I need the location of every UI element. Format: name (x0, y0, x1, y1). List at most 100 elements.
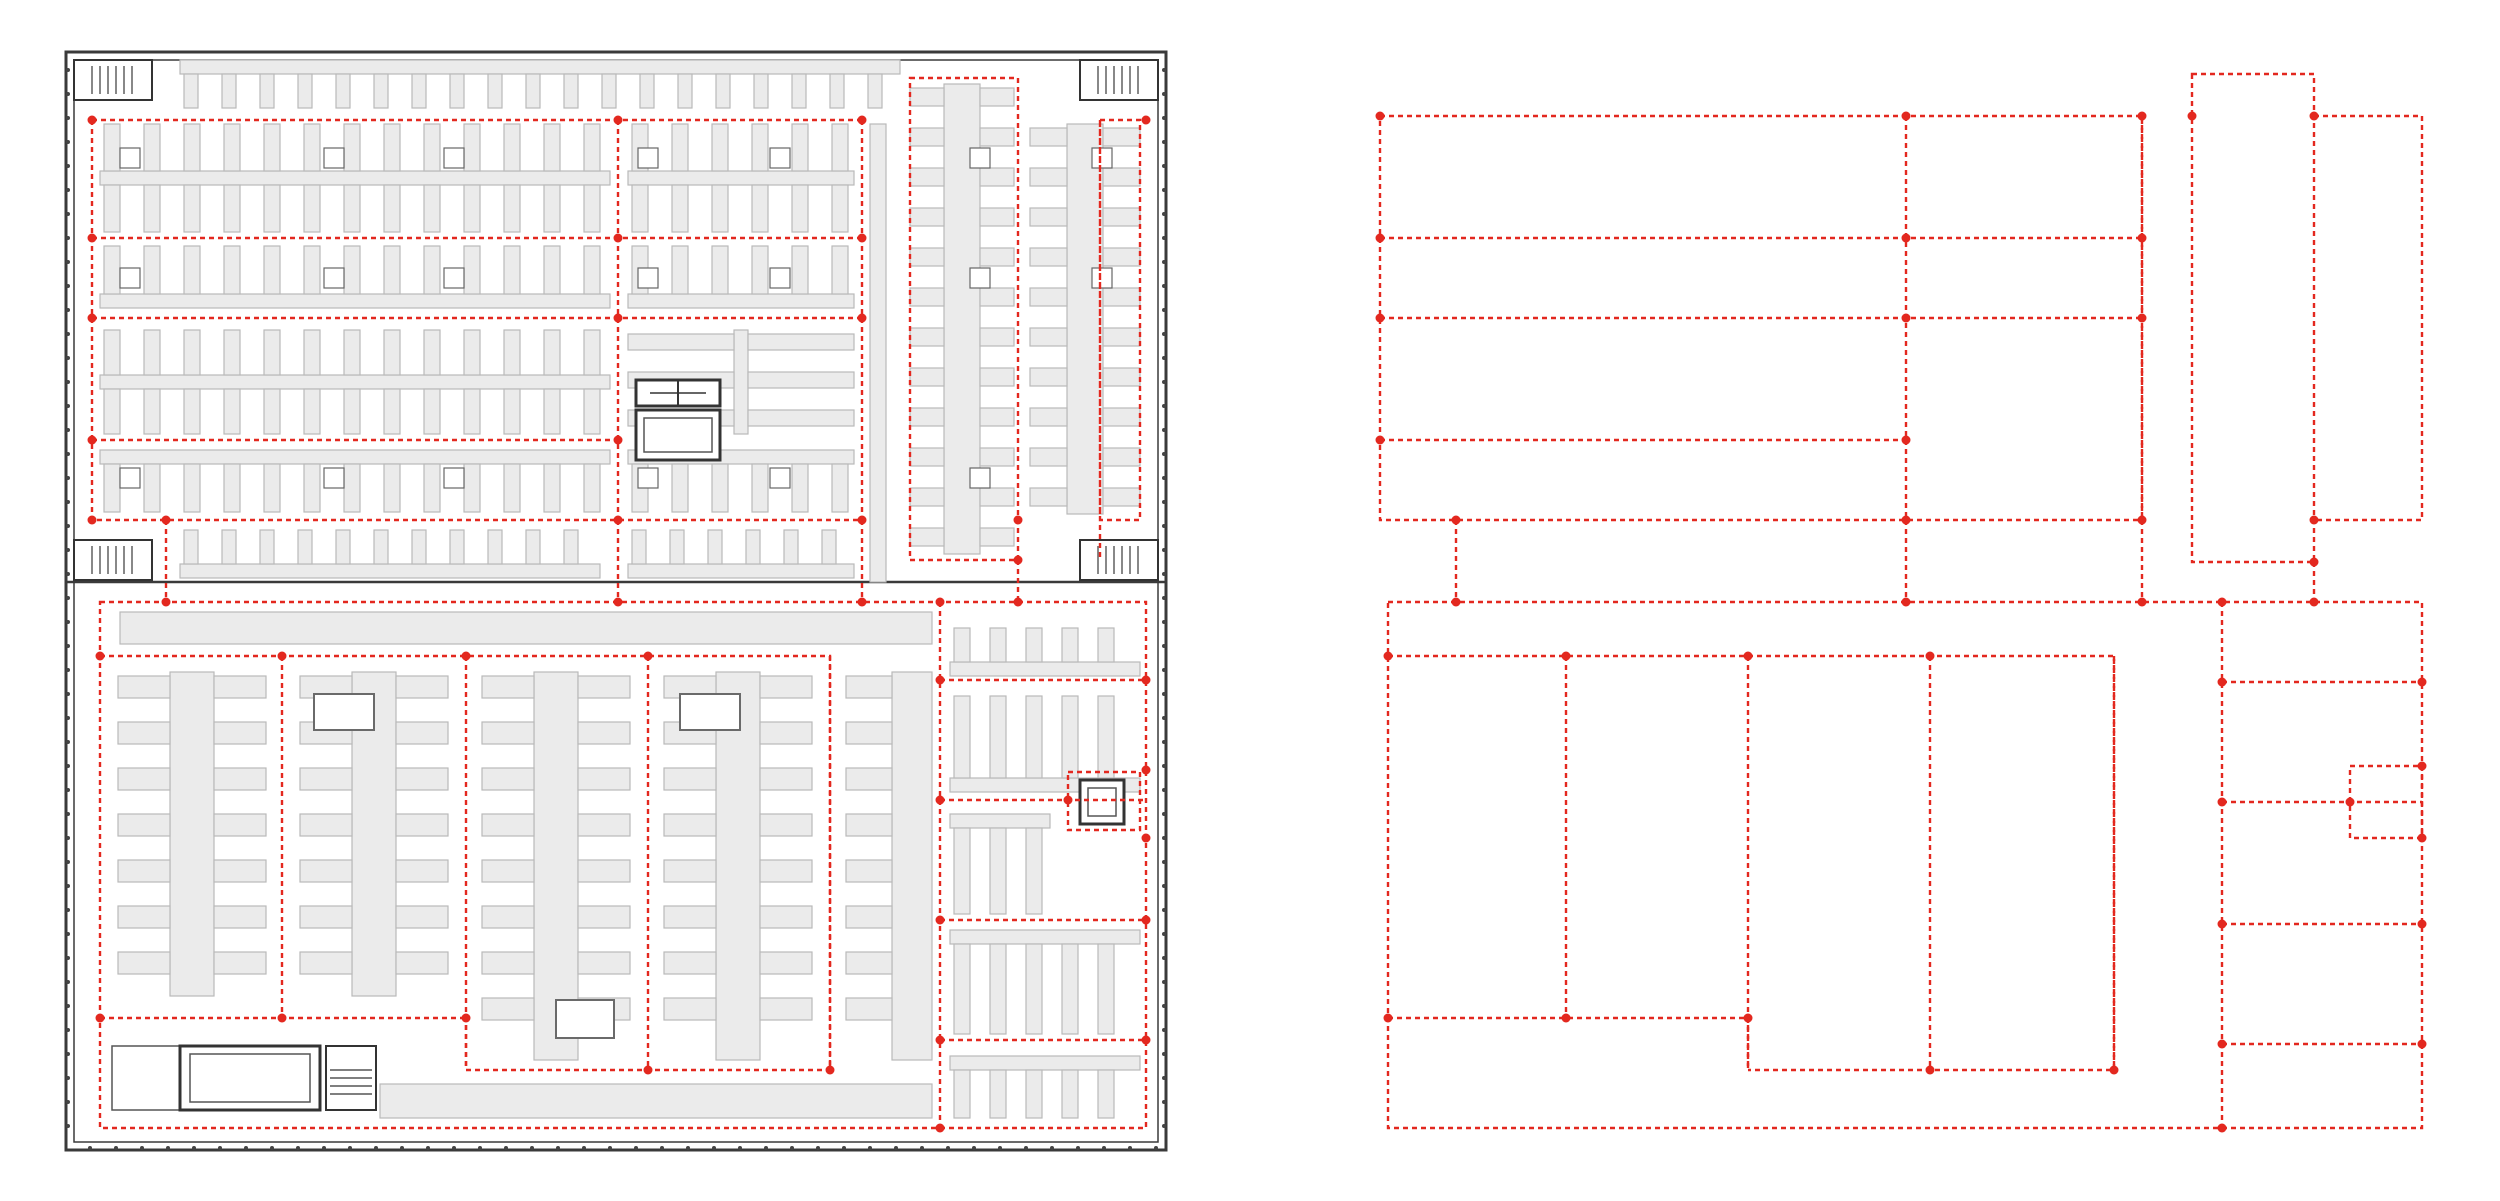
shelf-tooth (627, 333, 735, 351)
mullion-mark (192, 1146, 196, 1150)
shelf-tooth (1102, 367, 1141, 387)
shelf-tooth (481, 951, 535, 975)
shelf-tooth (343, 245, 361, 295)
network-node (1451, 515, 1461, 525)
shelf-tooth (503, 123, 521, 172)
shelf-tooth (979, 367, 1015, 387)
shelf-tooth (343, 123, 361, 172)
shelf-tooth (677, 73, 693, 109)
network-node (2417, 833, 2427, 843)
shelf-tooth (671, 245, 689, 295)
shelf-spine (169, 671, 215, 997)
network-node (1375, 111, 1385, 121)
plan-node (1013, 555, 1023, 565)
mullion-mark (66, 716, 70, 720)
shelf-unit (481, 671, 631, 1061)
shelf-tooth (845, 951, 893, 975)
shelf-unit (99, 449, 611, 513)
plan-node (95, 1013, 105, 1023)
plan-node (87, 233, 97, 243)
mullion-mark (1162, 188, 1166, 192)
shelf-tooth (395, 951, 449, 975)
network-node (1743, 651, 1753, 661)
shelf-tooth (143, 245, 161, 295)
network-node (2217, 597, 2227, 607)
shelf-tooth (1029, 127, 1068, 147)
shelf-tooth (117, 859, 171, 883)
shelf-tooth (577, 905, 631, 929)
mullion-mark (1024, 1146, 1028, 1150)
column-icon (637, 267, 659, 289)
shelf-tooth (395, 905, 449, 929)
shelf-tooth (183, 245, 201, 295)
network-node (1375, 313, 1385, 323)
mullion-mark (1162, 836, 1166, 840)
shelf-spine (627, 170, 855, 186)
shelf-tooth (1061, 1069, 1079, 1119)
mullion-mark (1162, 212, 1166, 216)
shelf-unit (949, 695, 1141, 793)
shelf-tooth (563, 73, 579, 109)
shelf-tooth (711, 184, 729, 233)
column-icon (769, 147, 791, 169)
column-icon (1091, 147, 1113, 169)
mullion-mark (66, 284, 70, 288)
shelf-tooth (663, 859, 717, 883)
shelf-tooth (543, 329, 561, 376)
mullion-mark (1162, 404, 1166, 408)
shelf-tooth (831, 123, 849, 172)
mullion-mark (66, 980, 70, 984)
shelf-strip (379, 1083, 933, 1119)
shelf-tooth (979, 247, 1015, 267)
network-node (2309, 111, 2319, 121)
shelf-spine (99, 449, 611, 465)
shelf-tooth (543, 388, 561, 435)
shelf-tooth (909, 167, 945, 187)
network-node (1743, 1013, 1753, 1023)
mullion-mark (634, 1146, 638, 1150)
shelf-tooth (845, 675, 893, 699)
shelf-tooth (103, 123, 121, 172)
mullion-mark (66, 932, 70, 936)
plan-node (825, 1065, 835, 1075)
plan-node (935, 1123, 945, 1133)
shelf-tooth (845, 813, 893, 837)
network-node (1375, 435, 1385, 445)
shelf-tooth (989, 943, 1007, 1035)
shelf-tooth (979, 407, 1015, 427)
shelf-tooth (909, 487, 945, 507)
mullion-mark (66, 476, 70, 480)
shelf-strip (119, 611, 933, 645)
shelf-tooth (1102, 287, 1141, 307)
outer-wall (64, 50, 1168, 1152)
shelf-tooth (503, 245, 521, 295)
plan-node (857, 313, 867, 323)
network-route (2314, 114, 2424, 522)
shelf-tooth (423, 184, 441, 233)
network-node (2137, 313, 2147, 323)
shelf-tooth (297, 529, 313, 565)
network-node (2309, 597, 2319, 607)
mullion-mark (1162, 332, 1166, 336)
column-icon (119, 467, 141, 489)
shelf-tooth (343, 329, 361, 376)
shelf-tooth (1025, 627, 1043, 663)
plan-node (95, 651, 105, 661)
mullion-mark (66, 212, 70, 216)
mullion-mark (790, 1146, 794, 1150)
mullion-mark (296, 1146, 300, 1150)
network-node (2217, 677, 2227, 687)
shelf-tooth (263, 123, 281, 172)
plan-node (1141, 115, 1151, 125)
mullion-mark (66, 140, 70, 144)
shelf-tooth (343, 184, 361, 233)
shelf-tooth (263, 245, 281, 295)
mullion-mark (1162, 764, 1166, 768)
column-icon (637, 147, 659, 169)
mullion-mark (66, 668, 70, 672)
network-node (2137, 233, 2147, 243)
shelf-tooth (103, 329, 121, 376)
shelf-tooth (143, 329, 161, 376)
shelf-tooth (263, 184, 281, 233)
